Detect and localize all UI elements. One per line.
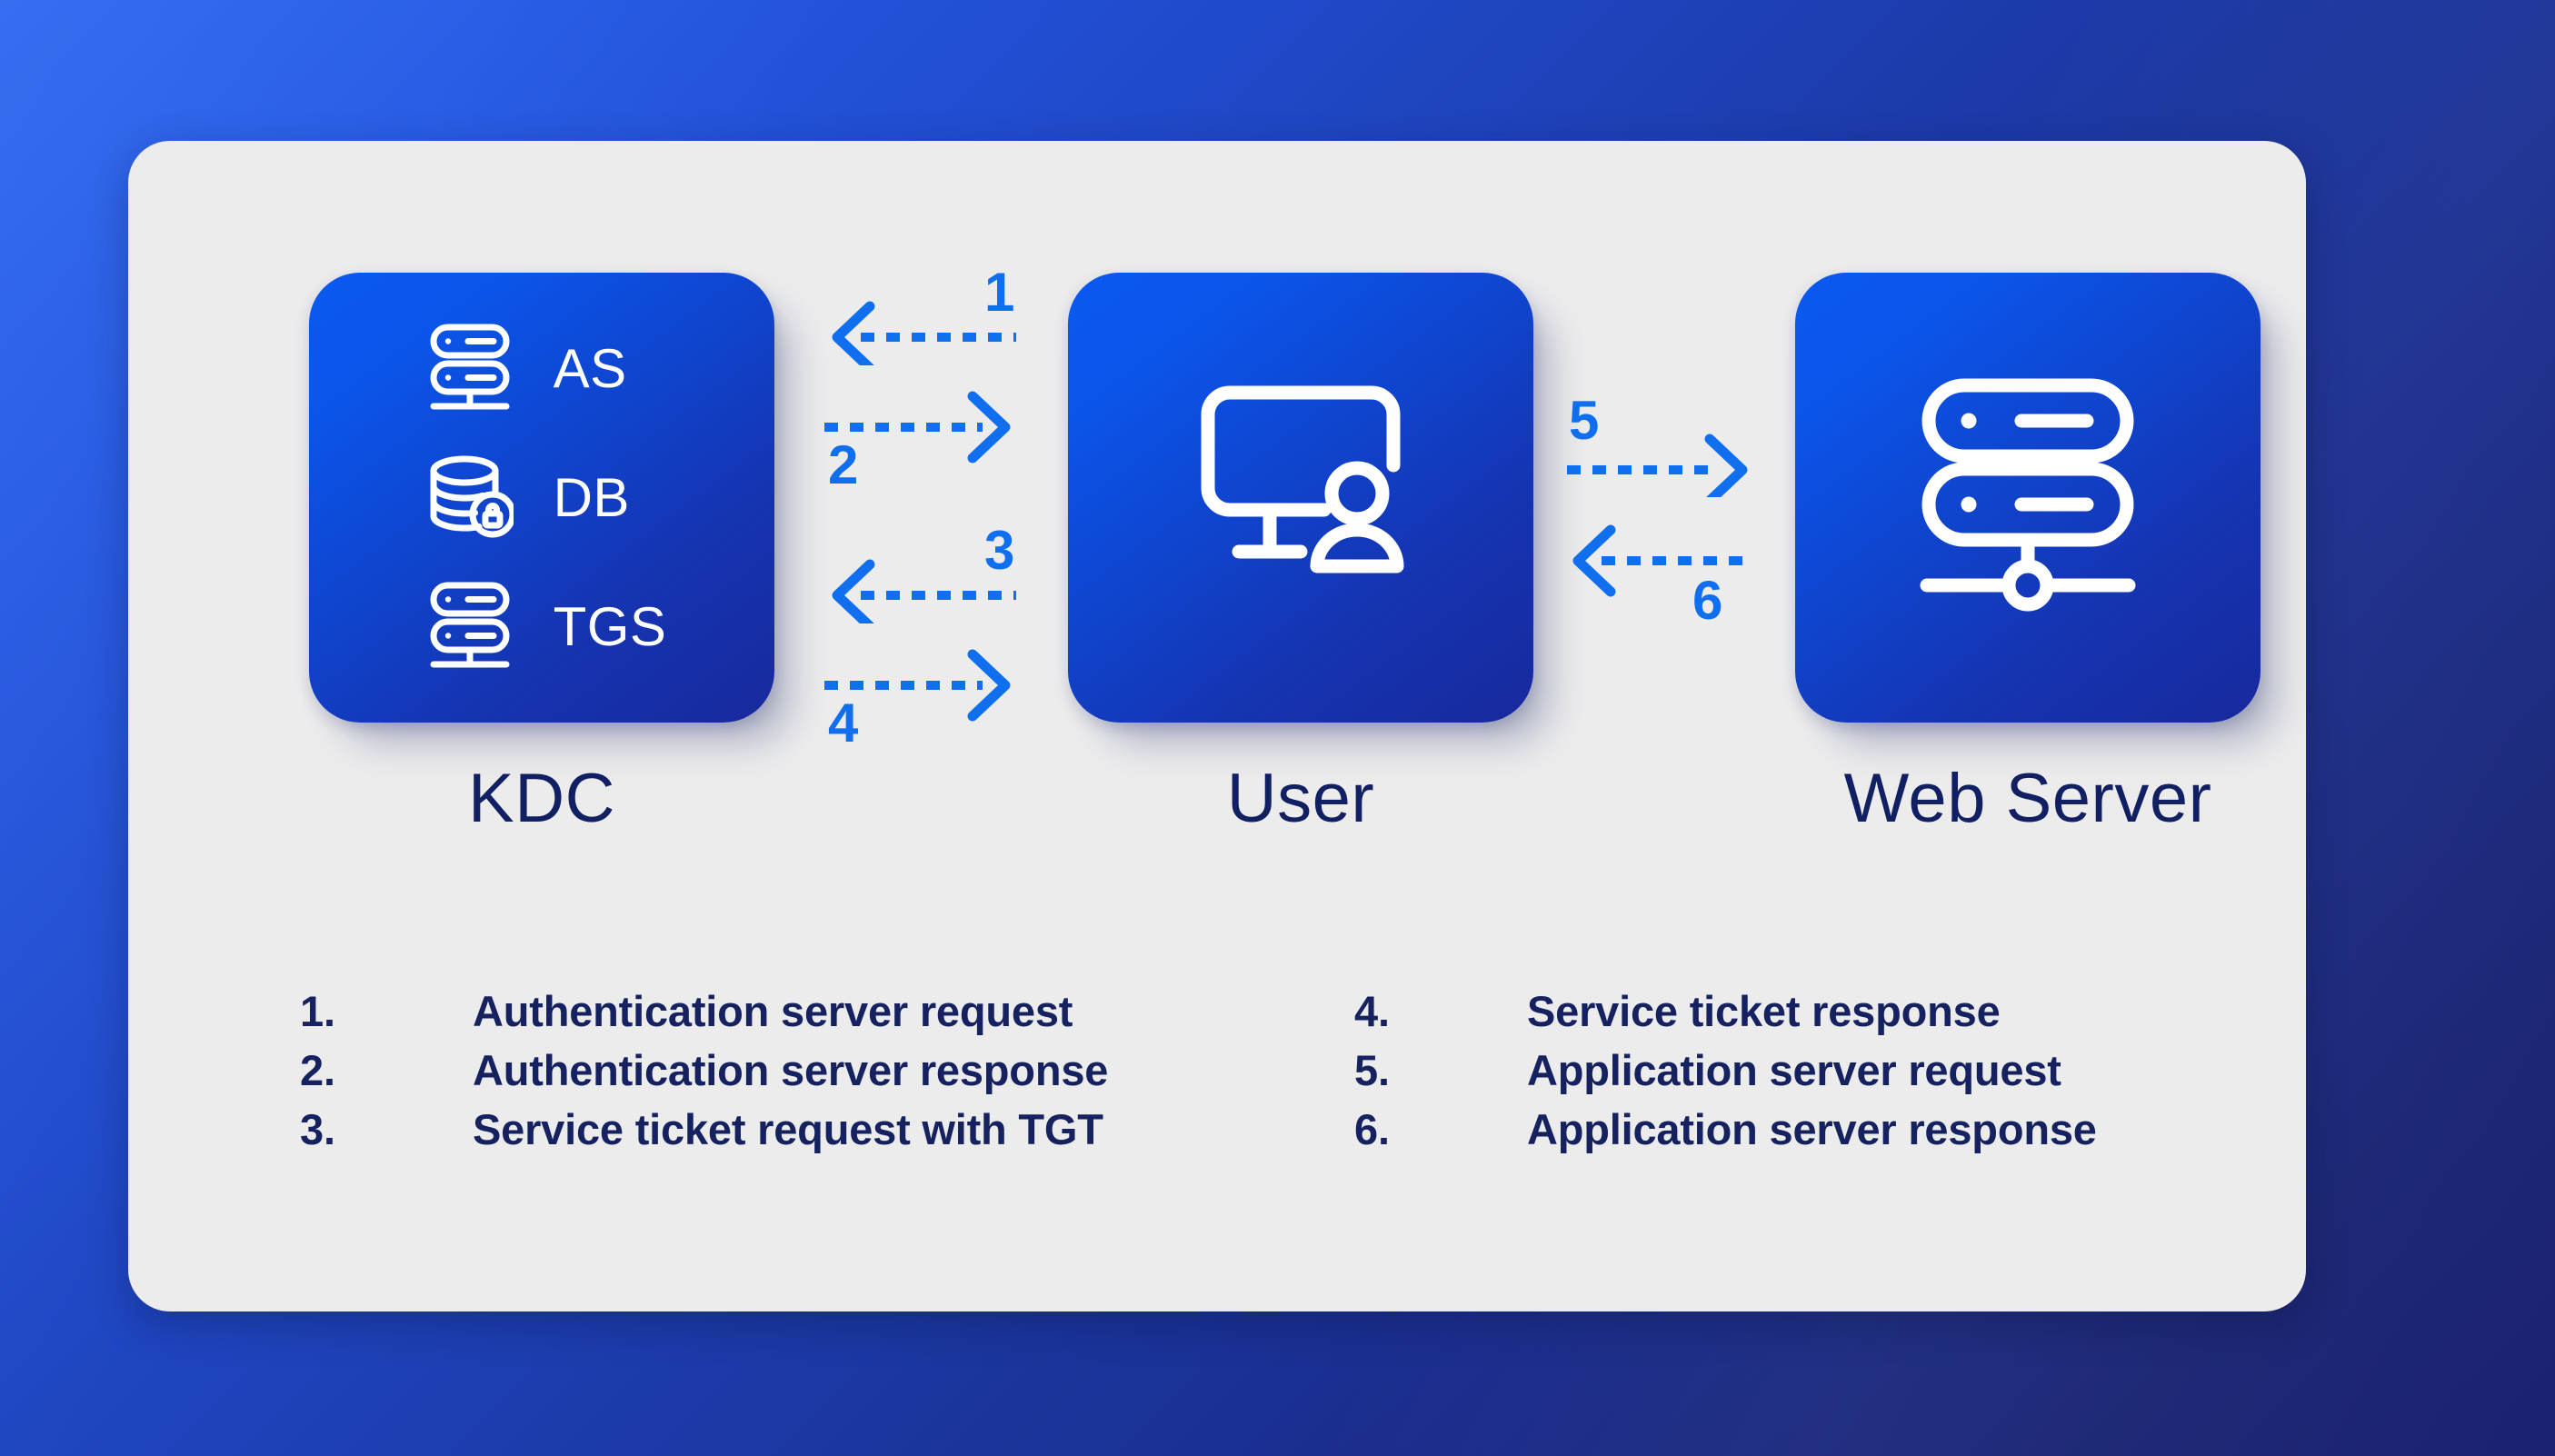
legend-number: 3. (300, 1105, 335, 1153)
legend-number: 2. (300, 1046, 335, 1094)
legend-item: 5. Application server request (1354, 1045, 2172, 1104)
node-caption-kdc: KDC (468, 760, 615, 837)
legend-item: 3. Service ticket request with TGT (300, 1104, 1118, 1163)
arrow-3: 3 (823, 524, 1018, 623)
database-lock-icon (426, 451, 516, 545)
arrow-number-3: 3 (984, 520, 1015, 581)
arrow-group-user-web: 5 6 (1565, 394, 1754, 628)
arrow-number-6: 6 (1692, 570, 1723, 631)
legend: 1. Authentication server request 2. Auth… (300, 986, 2172, 1163)
arrow-4: 4 (823, 649, 1018, 751)
kdc-label-db: DB (553, 466, 630, 528)
kdc-label-as: AS (553, 337, 627, 399)
server-stack-icon (426, 580, 514, 674)
legend-label: Application server response (1527, 1105, 2097, 1153)
legend-column-right: 4. Service ticket response 5. Applicatio… (1354, 986, 2172, 1163)
arrow-left-icon (1572, 524, 1752, 597)
legend-item: 2. Authentication server response (300, 1045, 1118, 1104)
server-stack-icon (426, 322, 514, 416)
kdc-service-list: AS (426, 322, 667, 674)
arrow-right-icon (824, 391, 1011, 464)
legend-column-left: 1. Authentication server request 2. Auth… (300, 986, 1118, 1163)
arrow-1: 1 (823, 265, 1018, 365)
kdc-row-tgs: TGS (426, 580, 667, 674)
arrow-right-icon (824, 649, 1011, 722)
user-card (1068, 273, 1533, 723)
arrow-number-2: 2 (828, 434, 859, 495)
web-server-card (1795, 273, 2261, 723)
node-caption-web-server: Web Server (1843, 760, 2212, 837)
node-web-server[interactable]: Web Server (1795, 273, 2261, 833)
legend-label: Authentication server request (473, 987, 1073, 1035)
node-user[interactable]: User (1068, 273, 1533, 833)
legend-label: Authentication server response (473, 1046, 1109, 1094)
legend-label: Service ticket request with TGT (473, 1105, 1103, 1153)
arrow-left-icon (832, 559, 1016, 623)
desktop-user-icon (1183, 382, 1419, 613)
kdc-row-db: DB (426, 451, 630, 545)
arrow-right-icon (1567, 434, 1748, 497)
legend-item: 1. Authentication server request (300, 986, 1118, 1045)
kdc-card: AS (309, 273, 774, 723)
legend-item: 6. Application server response (1354, 1104, 2172, 1163)
legend-label: Application server request (1527, 1046, 2061, 1094)
kdc-label-tgs: TGS (553, 595, 667, 657)
arrow-5: 5 (1565, 394, 1754, 497)
legend-number: 5. (1354, 1046, 1390, 1094)
arrow-left-icon (832, 301, 1016, 365)
node-kdc[interactable]: AS (309, 273, 774, 833)
server-network-icon (1914, 378, 2141, 617)
legend-number: 4. (1354, 987, 1390, 1035)
kdc-row-as: AS (426, 322, 627, 416)
node-caption-user: User (1226, 760, 1375, 837)
arrow-number-5: 5 (1569, 390, 1600, 451)
legend-item: 4. Service ticket response (1354, 986, 2172, 1045)
legend-label: Service ticket response (1527, 987, 2001, 1035)
arrow-number-1: 1 (984, 262, 1015, 323)
arrow-group-kdc-user: 1 2 3 4 (823, 265, 1018, 751)
legend-number: 1. (300, 987, 335, 1035)
arrow-number-4: 4 (828, 693, 859, 753)
arrow-2: 2 (823, 391, 1018, 493)
arrow-6: 6 (1565, 524, 1754, 628)
legend-number: 6. (1354, 1105, 1390, 1153)
